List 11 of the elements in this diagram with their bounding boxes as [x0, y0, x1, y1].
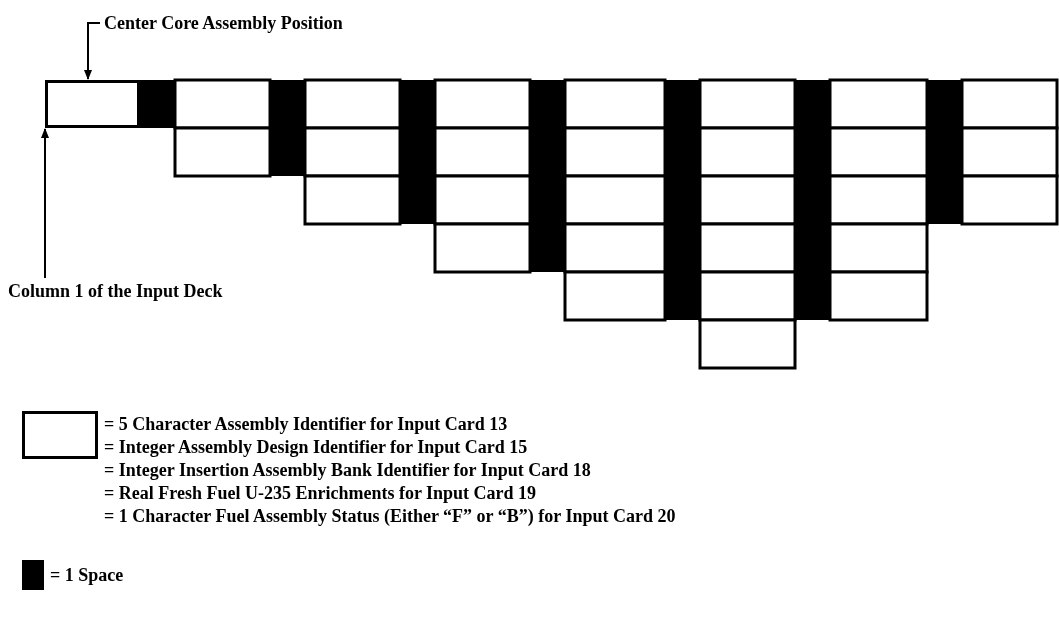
leader-line [41, 128, 49, 279]
legend-text: = 1 Space [50, 564, 124, 586]
annotation-label: Center Core Assembly Position [104, 12, 343, 34]
legend-text: = Real Fresh Fuel U-235 Enrichments for Input Card 19 [104, 482, 537, 504]
leader-line [84, 22, 101, 80]
annotation-label: Column 1 of the Input Deck [8, 280, 223, 302]
legend-text: = 1 Character Fuel Assembly Status (Either “F” or “B”) for Input Card 20 [104, 505, 676, 527]
assembly-cell [45, 80, 140, 128]
legend-text: = Integer Insertion Assembly Bank Identifier for Input Card 18 [104, 459, 591, 481]
legend-text: = Integer Assembly Design Identifier for Input Card 15 [104, 436, 528, 458]
legend-text: = 5 Character Assembly Identifier for Input Card 13 [104, 413, 508, 435]
